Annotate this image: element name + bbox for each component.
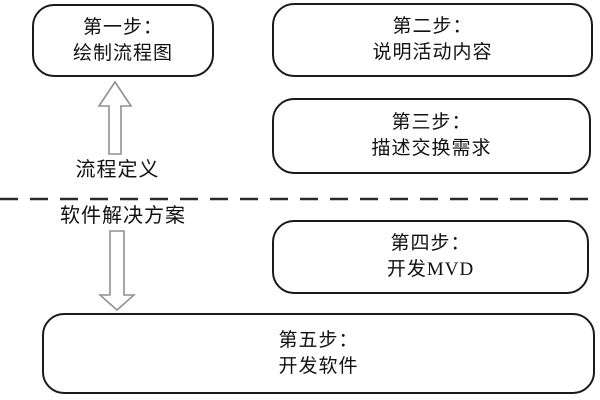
software-solution-label: 软件解决方案 bbox=[60, 205, 186, 227]
step2-title: 第二步： bbox=[392, 16, 473, 37]
step5-description: 开发软件 bbox=[278, 355, 359, 377]
process-definition-label: 流程定义 bbox=[75, 159, 160, 181]
step2-box: 第二步： 说明活动内容 bbox=[272, 3, 593, 77]
step1-description: 绘制流程图 bbox=[72, 42, 173, 64]
step4-box: 第四步： 开发MVD bbox=[272, 220, 589, 294]
step1-title: 第一步： bbox=[82, 16, 163, 38]
step1-box: 第一步： 绘制流程图 bbox=[32, 4, 214, 77]
step4-title: 第四步： bbox=[390, 233, 471, 254]
step3-title: 第三步： bbox=[391, 112, 472, 133]
step3-description: 描述交换需求 bbox=[371, 138, 492, 159]
step3-box: 第三步： 描述交换需求 bbox=[272, 98, 591, 174]
step2-description: 说明活动内容 bbox=[372, 42, 493, 63]
divider-dashed-line bbox=[0, 197, 600, 201]
up-arrow-icon bbox=[97, 80, 133, 155]
step5-box: 第五步： 开发软件 bbox=[42, 313, 595, 394]
down-arrow-icon bbox=[98, 230, 136, 312]
step5-title: 第五步： bbox=[278, 329, 359, 351]
step4-description: 开发MVD bbox=[386, 259, 475, 280]
